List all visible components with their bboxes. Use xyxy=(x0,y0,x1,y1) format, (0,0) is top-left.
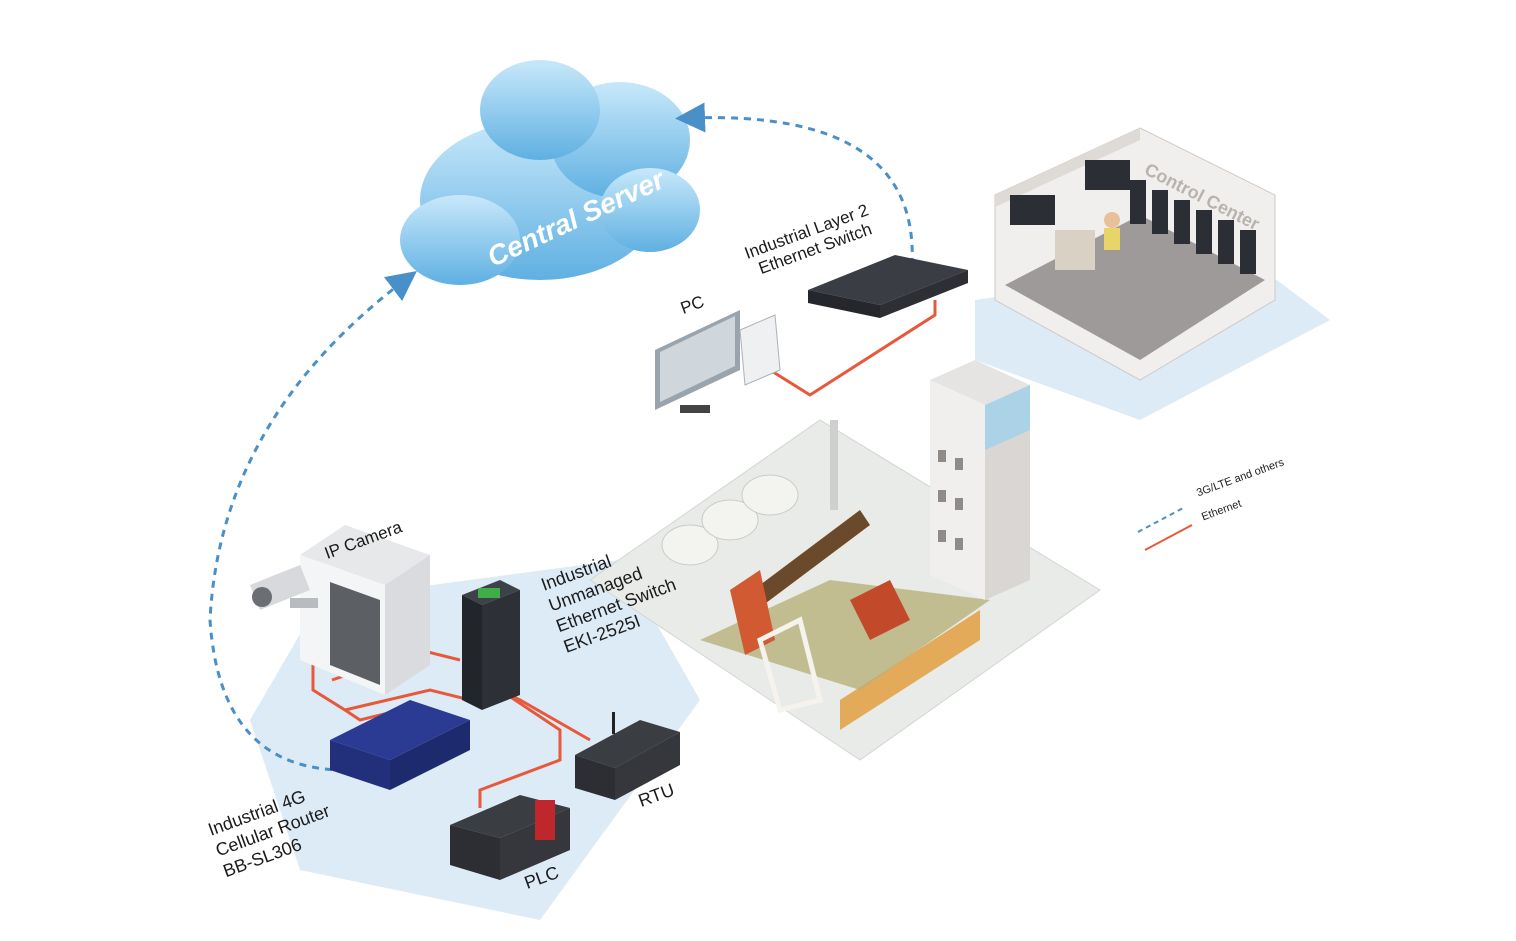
pc-device xyxy=(655,310,781,413)
layer2-switch-device xyxy=(808,255,968,318)
ip-camera xyxy=(250,565,318,610)
cellular-router-device xyxy=(330,700,470,790)
unmanaged-switch-device xyxy=(462,580,520,710)
plc-device xyxy=(450,795,570,880)
central-server-cloud xyxy=(400,60,700,285)
oil-field-site xyxy=(589,419,1101,761)
wireless-links xyxy=(208,102,914,772)
control-tower xyxy=(930,360,1030,600)
rtu-device xyxy=(575,712,680,800)
control-center-room xyxy=(994,127,1276,381)
ip-camera-cabinet xyxy=(300,525,430,695)
legend xyxy=(1137,506,1193,551)
